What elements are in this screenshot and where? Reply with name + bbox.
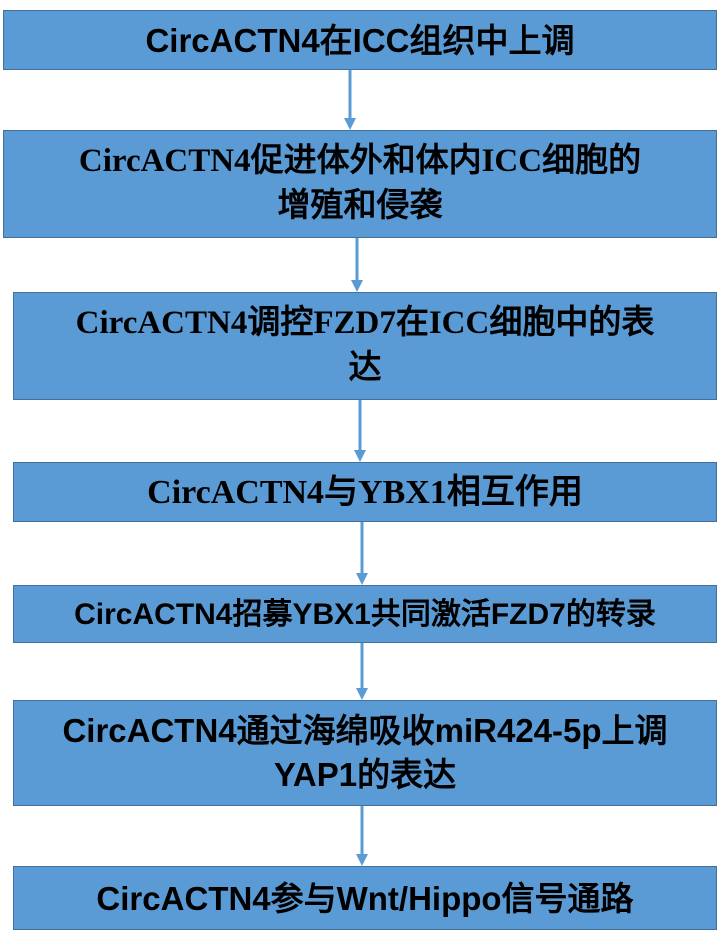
arrow-step6-to-step7 (356, 806, 368, 866)
flow-step-2-text-line-1: CircACTN4促进体外和体内ICC细胞的 (78, 143, 642, 179)
flow-step-3-text-line-1: CircACTN4调控FZD7在ICC细胞中的表 (75, 305, 655, 341)
arrow-step2-to-step3 (351, 238, 363, 292)
flow-step-7: CircACTN4参与Wnt/Hippo信号通路 (13, 866, 717, 930)
arrow-step3-to-step4 (354, 400, 366, 462)
flow-step-7-text: CircACTN4参与Wnt/Hippo信号通路 (96, 879, 634, 917)
flow-step-1: CircACTN4在ICC组织中上调 (3, 10, 717, 70)
flow-step-6: CircACTN4通过海绵吸收miR424-5p上调 YAP1的表达 (13, 700, 717, 806)
flow-step-3-text-line-2: 达 (348, 350, 382, 386)
flow-step-3: CircACTN4调控FZD7在ICC细胞中的表 达 (13, 292, 717, 400)
flow-step-2: CircACTN4促进体外和体内ICC细胞的 增殖和侵袭 (3, 130, 717, 238)
flow-step-6-text-line-1: CircACTN4通过海绵吸收miR424-5p上调 (62, 712, 668, 749)
flow-step-2-text-line-2: 增殖和侵袭 (277, 188, 443, 224)
flow-step-4: CircACTN4与YBX1相互作用 (13, 462, 717, 522)
arrow-step1-to-step2 (344, 70, 356, 130)
flow-step-4-text: CircACTN4与YBX1相互作用 (147, 473, 583, 511)
arrow-step4-to-step5 (356, 522, 368, 585)
flow-step-5: CircACTN4招募YBX1共同激活FZD7的转录 (13, 585, 717, 643)
flow-step-1-text: CircACTN4在ICC组织中上调 (145, 21, 575, 59)
flow-step-6-text-line-2: YAP1的表达 (273, 756, 457, 793)
arrow-step5-to-step6 (356, 643, 368, 700)
flow-step-5-text: CircACTN4招募YBX1共同激活FZD7的转录 (74, 597, 656, 631)
